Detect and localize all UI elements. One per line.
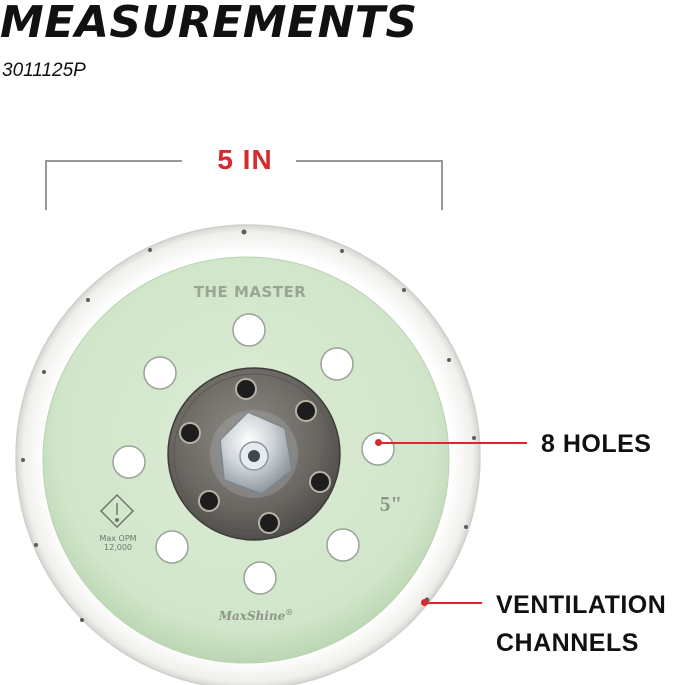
warning-diamond-icon xyxy=(99,493,135,529)
holes-callout-dot xyxy=(375,439,382,446)
holes-callout-label: 8 HOLES xyxy=(541,430,652,458)
ventilation-callout-dot xyxy=(421,599,428,606)
pad-rpm-text-2: 12,000 xyxy=(104,543,132,552)
pad-size-mark: 5" xyxy=(380,492,402,516)
dimension-tick-left xyxy=(45,160,47,210)
ventilation-callout-label-line2: CHANNELS xyxy=(496,629,639,657)
pad-rpm-text-1: Max OPM xyxy=(99,534,136,543)
hole-left xyxy=(112,445,146,479)
hole-top xyxy=(232,313,266,347)
hole-bottom xyxy=(243,561,277,595)
dimension-tick-right xyxy=(441,160,443,210)
center-bolt xyxy=(210,410,298,498)
hole-right xyxy=(361,432,395,466)
hole-top-left xyxy=(143,356,177,390)
product-sku: 3011125P xyxy=(2,60,86,81)
dimension-label: 5 IN xyxy=(217,144,273,175)
holes-callout-line xyxy=(380,442,527,444)
pad-holes xyxy=(112,313,395,595)
hole-bottom-left xyxy=(155,530,189,564)
dimension-line-right xyxy=(296,160,443,162)
page-title: MEASUREMENTS xyxy=(0,0,418,48)
pad-top-text: THE MASTER xyxy=(194,283,307,301)
hub-screws xyxy=(179,378,331,534)
hole-top-right xyxy=(320,347,354,381)
hole-bottom-right xyxy=(326,528,360,562)
dimension-line-left xyxy=(46,160,182,162)
ventilation-callout-line xyxy=(426,602,482,604)
ventilation-callout-label-line1: VENTILATION xyxy=(496,591,667,619)
pad-brand: MaxShine® xyxy=(218,607,294,623)
